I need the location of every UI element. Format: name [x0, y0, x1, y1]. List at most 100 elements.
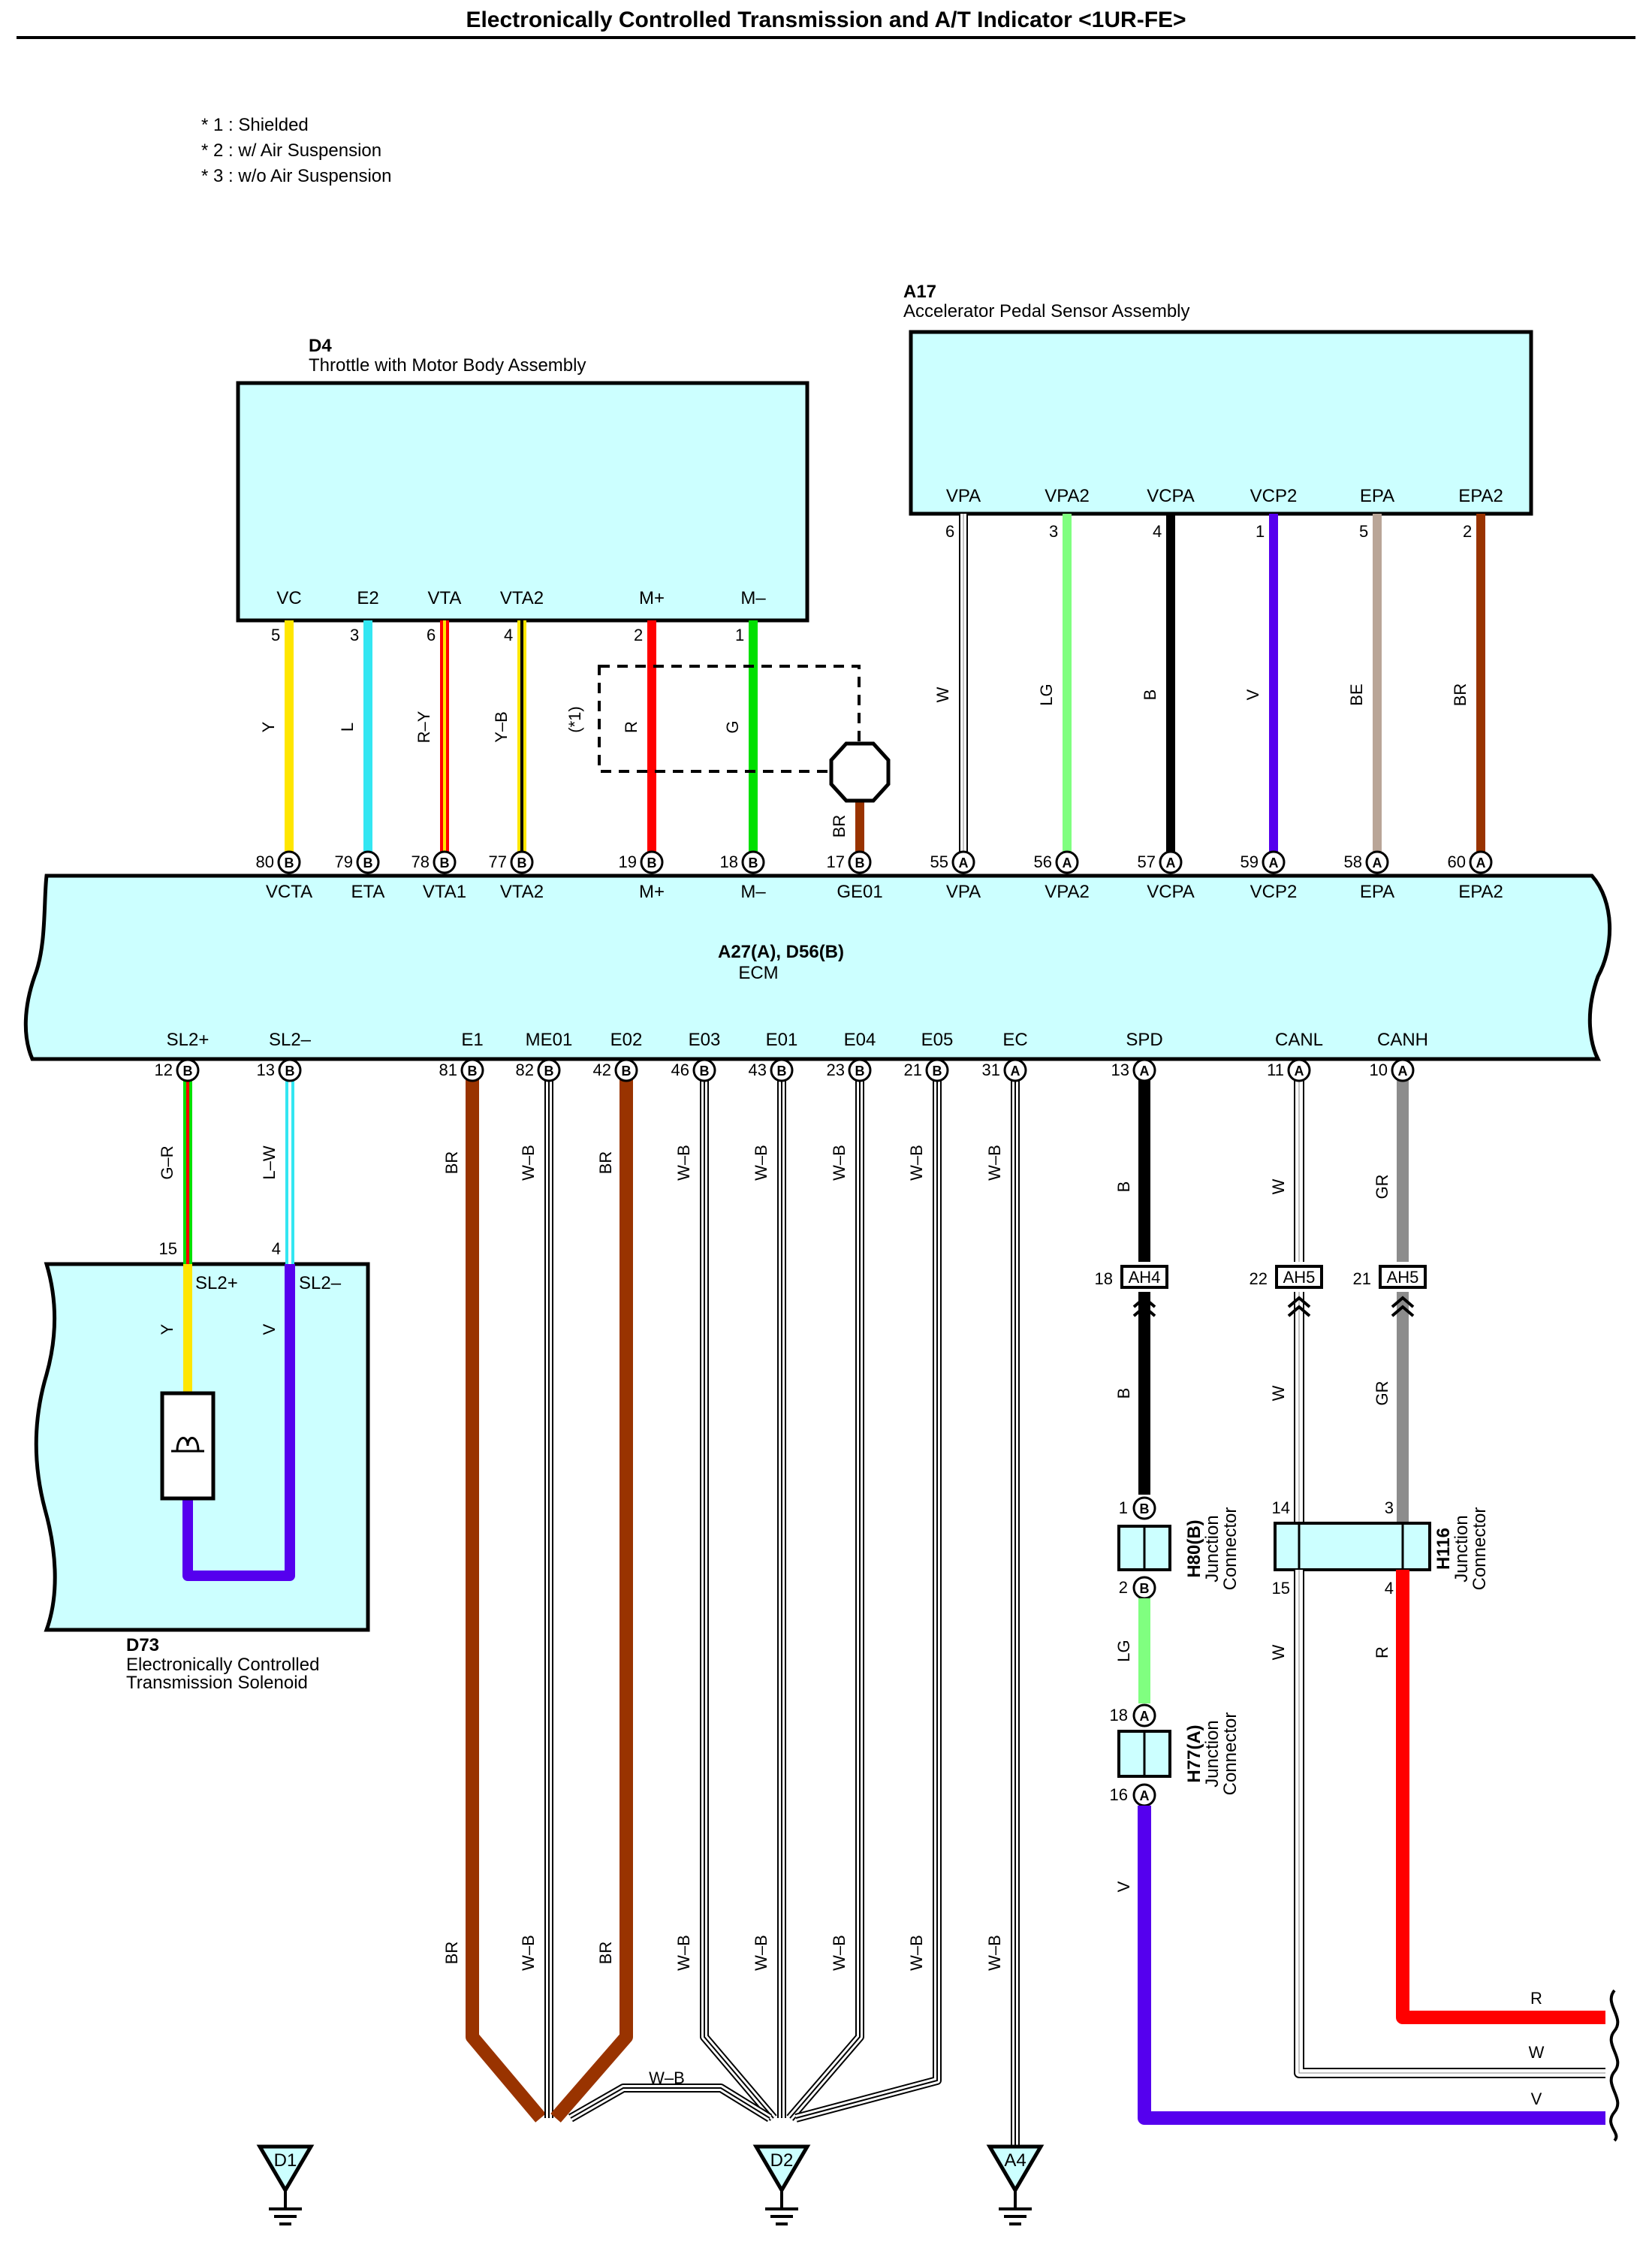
- ground-wire-e02: [550, 1070, 633, 2123]
- ecm-bottom-connector-8-letter: B: [933, 1064, 942, 1079]
- right-end-label-r: R: [1530, 1989, 1542, 2008]
- ecm-top-connector-5: [741, 850, 765, 874]
- ecm-bottom-connector-1: [278, 1058, 302, 1082]
- ecm-bottom-terminal-EC: EC: [1002, 1030, 1027, 1050]
- ecm-top-terminal-VTA2: VTA2: [500, 882, 544, 902]
- ecm-bottom-pin-81: 81: [439, 1061, 457, 1079]
- ecm-bottom-connector-9: [1003, 1058, 1027, 1082]
- ecm-bottom-pin-13: 13: [1111, 1061, 1129, 1079]
- shield-ground-octagon: [829, 741, 891, 803]
- ecm-bottom-terminal-SPD: SPD: [1126, 1030, 1162, 1050]
- ground-wire-label-lower-6: W–B: [907, 1935, 926, 1971]
- ecm-top-pin-79: 79: [335, 852, 353, 871]
- a17-wire-label-3: V: [1244, 689, 1262, 700]
- ecm-top-pin-60: 60: [1448, 852, 1466, 871]
- d73-terminal-sl2-minus: SL2–: [299, 1273, 342, 1293]
- a17-pin-2: 2: [1463, 522, 1472, 541]
- d4-wire-label-4: R: [622, 721, 641, 733]
- solenoid-coil-icon: [171, 1437, 204, 1453]
- ground-wire-e1: [466, 1070, 546, 2123]
- ecm-top-connector-6: [848, 850, 872, 874]
- a17-wire-label-1: LG: [1037, 683, 1056, 705]
- ecm-top-connector-9: [1159, 850, 1183, 874]
- ecm-top-terminal-VPA2: VPA2: [1045, 882, 1090, 902]
- d4-pin-1: 1: [735, 626, 744, 644]
- ecm-bottom-pin-23: 23: [827, 1061, 845, 1079]
- canh-wire-label-2: GR: [1373, 1381, 1391, 1406]
- ecm-bottom-connector-3: [537, 1058, 561, 1082]
- ecm-bottom-terminal-CANH: CANH: [1377, 1030, 1428, 1050]
- ground-triangle-2: [986, 2144, 1045, 2194]
- a17-name: Accelerator Pedal Sensor Assembly: [903, 301, 1190, 321]
- ground-wire-e04: [787, 1070, 863, 2120]
- ecm-top-terminal-VCPA: VCPA: [1147, 882, 1195, 902]
- h80-in-connector-letter: B: [1140, 1501, 1150, 1516]
- d4-terminal-E2: E2: [357, 588, 378, 608]
- a17-wire-label-2: B: [1141, 689, 1159, 701]
- h77-label2: Connector: [1220, 1712, 1241, 1796]
- note-2: * 2 : w/ Air Suspension: [201, 140, 381, 161]
- ground-join-label: W–B: [649, 2068, 685, 2087]
- h116-pin-4: 4: [1385, 1579, 1394, 1598]
- junction-pin-2: 21: [1353, 1269, 1371, 1288]
- ecm-top-pin-19: 19: [619, 852, 637, 871]
- ecm-bottom-connector-5-letter: B: [700, 1064, 710, 1079]
- ecm-bottom-terminal-E1: E1: [461, 1030, 483, 1050]
- ground-wire-label-upper-1: W–B: [519, 1145, 538, 1181]
- a17-terminal-EPA: EPA: [1360, 486, 1394, 506]
- ecm-bottom-pin-11: 11: [1267, 1061, 1284, 1079]
- h80-out-connector-letter: B: [1140, 1581, 1150, 1596]
- ecm-bottom-connector-7: [848, 1058, 872, 1082]
- ecm-id: A27(A), D56(B): [718, 942, 844, 962]
- a17-pin-3: 3: [1049, 522, 1058, 541]
- ground-wire-label-lower-7: W–B: [985, 1935, 1004, 1971]
- ecm-top-connector-3: [510, 850, 534, 874]
- d4-terminal-M–: M–: [740, 588, 766, 608]
- ecm-top-connector-3-letter: B: [517, 855, 527, 871]
- ground-wire-label-lower-1: W–B: [519, 1935, 538, 1971]
- sl2-plus-wire-label: G–R: [158, 1145, 176, 1179]
- ground-wire-e03-stripe: [704, 1070, 774, 2119]
- ground-wire-label-upper-0: BR: [442, 1151, 461, 1175]
- ecm-bottom-connector-7-letter: B: [855, 1064, 865, 1079]
- h116-pin-15: 15: [1272, 1579, 1290, 1598]
- a17-terminal-VPA2: VPA2: [1045, 486, 1090, 506]
- h77-in-connector-letter: A: [1140, 1709, 1150, 1724]
- ecm-bottom-terminal-E04: E04: [844, 1030, 876, 1050]
- ecm-bottom-pin-13: 13: [257, 1061, 275, 1079]
- d4-id: D4: [309, 336, 332, 356]
- ecm-bottom-pin-42: 42: [593, 1061, 611, 1079]
- ecm-box: [23, 874, 1612, 1061]
- ecm-bottom-connector-6-letter: B: [777, 1064, 787, 1079]
- ecm-bottom-connector-4: [614, 1058, 638, 1082]
- d73-wire-label-y: Y: [158, 1323, 176, 1335]
- junction-chevron-icon-0: [1132, 1296, 1156, 1317]
- canl-wire-label-2: W: [1269, 1385, 1288, 1401]
- ecm-top-connector-6-letter: B: [855, 855, 865, 871]
- junction-code-1: AH5: [1283, 1268, 1316, 1287]
- ecm-top-terminal-VTA1: VTA1: [423, 882, 466, 902]
- h116-out-wire-w-outline: [1294, 1570, 1605, 2078]
- h80-pin-in: 1: [1119, 1498, 1128, 1517]
- ecm-top-pin-58: 58: [1344, 852, 1362, 871]
- d4-terminal-M+: M+: [639, 588, 665, 608]
- canl-wire-label-1: W: [1269, 1178, 1288, 1194]
- h116-out-wire-w: [1295, 1570, 1605, 2077]
- ecm-bottom-connector-0-letter: B: [183, 1064, 193, 1079]
- ecm-top-connector-12-letter: A: [1476, 855, 1486, 871]
- ecm-top-connector-1-letter: B: [363, 855, 373, 871]
- junction-code-0: AH4: [1129, 1268, 1161, 1287]
- ecm-top-connector-11: [1365, 850, 1389, 874]
- ground-wire-label-lower-4: W–B: [752, 1935, 770, 1971]
- h116-pin-14: 14: [1272, 1498, 1290, 1517]
- ecm-bottom-terminal-CANL: CANL: [1275, 1030, 1323, 1050]
- ecm-top-pin-77: 77: [489, 852, 507, 871]
- d4-pin-6: 6: [427, 626, 436, 644]
- ecm-bottom-connector-10-letter: A: [1140, 1064, 1150, 1079]
- d73-name-line2: Transmission Solenoid: [126, 1673, 308, 1693]
- ecm-bottom-terminal-ME01: ME01: [526, 1030, 573, 1050]
- ecm-bottom-connector-9-letter: A: [1011, 1064, 1020, 1079]
- a17-wire-label-5: BR: [1451, 683, 1470, 707]
- d73-pin-15: 15: [159, 1239, 177, 1258]
